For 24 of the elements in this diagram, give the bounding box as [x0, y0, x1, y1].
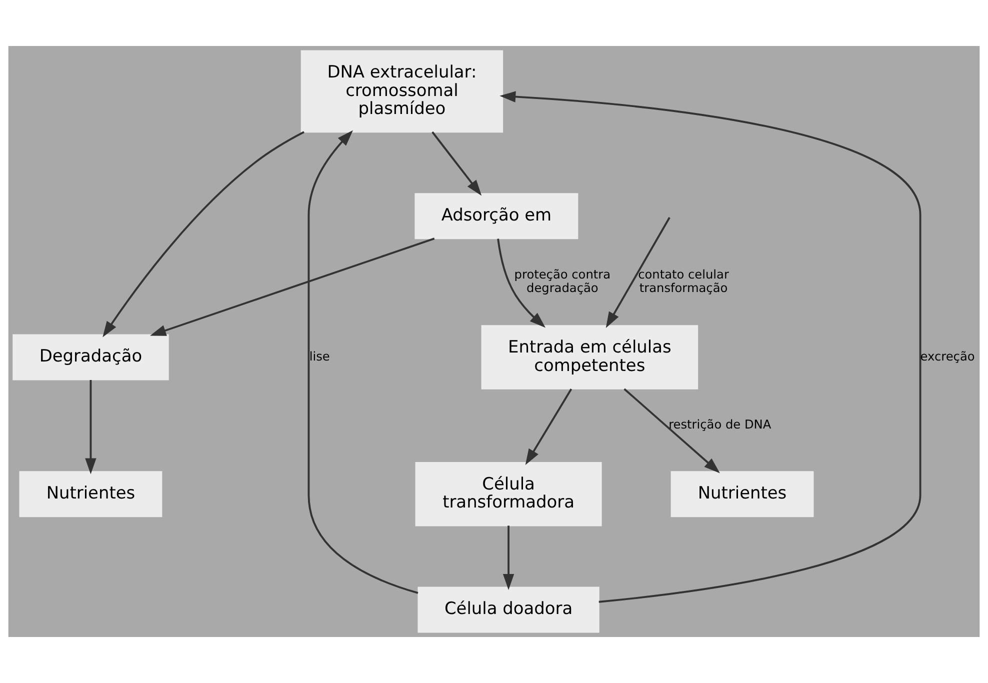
- edge-label: proteção contra degradação: [514, 268, 611, 295]
- node-box: DNA extracelular: cromossomal plasmídeo: [300, 50, 504, 133]
- node-box: Nutrientes: [670, 471, 814, 518]
- arrow: [500, 91, 922, 603]
- node-box: Célula transformadora: [415, 462, 602, 526]
- node-box: Célula doadora: [418, 586, 600, 633]
- arrow: [102, 131, 304, 338]
- edge-label: lise: [309, 349, 330, 364]
- arrow: [525, 388, 572, 466]
- edge-label: excreção: [920, 349, 975, 364]
- arrow: [432, 131, 482, 196]
- arrow: [150, 238, 435, 336]
- node-box: Entrada em células competentes: [481, 325, 698, 390]
- arrow: [606, 216, 670, 328]
- node-box: Adsorção em: [414, 193, 578, 240]
- edge-label: contato celular transformação: [638, 268, 729, 295]
- node-box: Degradação: [12, 334, 169, 380]
- node-box: Nutrientes: [19, 471, 162, 518]
- arrow: [85, 380, 96, 474]
- edge-label: restrição de DNA: [668, 418, 772, 432]
- arrow: [624, 388, 720, 474]
- arrow: [502, 526, 514, 590]
- arrow: [308, 130, 418, 594]
- arrow: [497, 238, 546, 328]
